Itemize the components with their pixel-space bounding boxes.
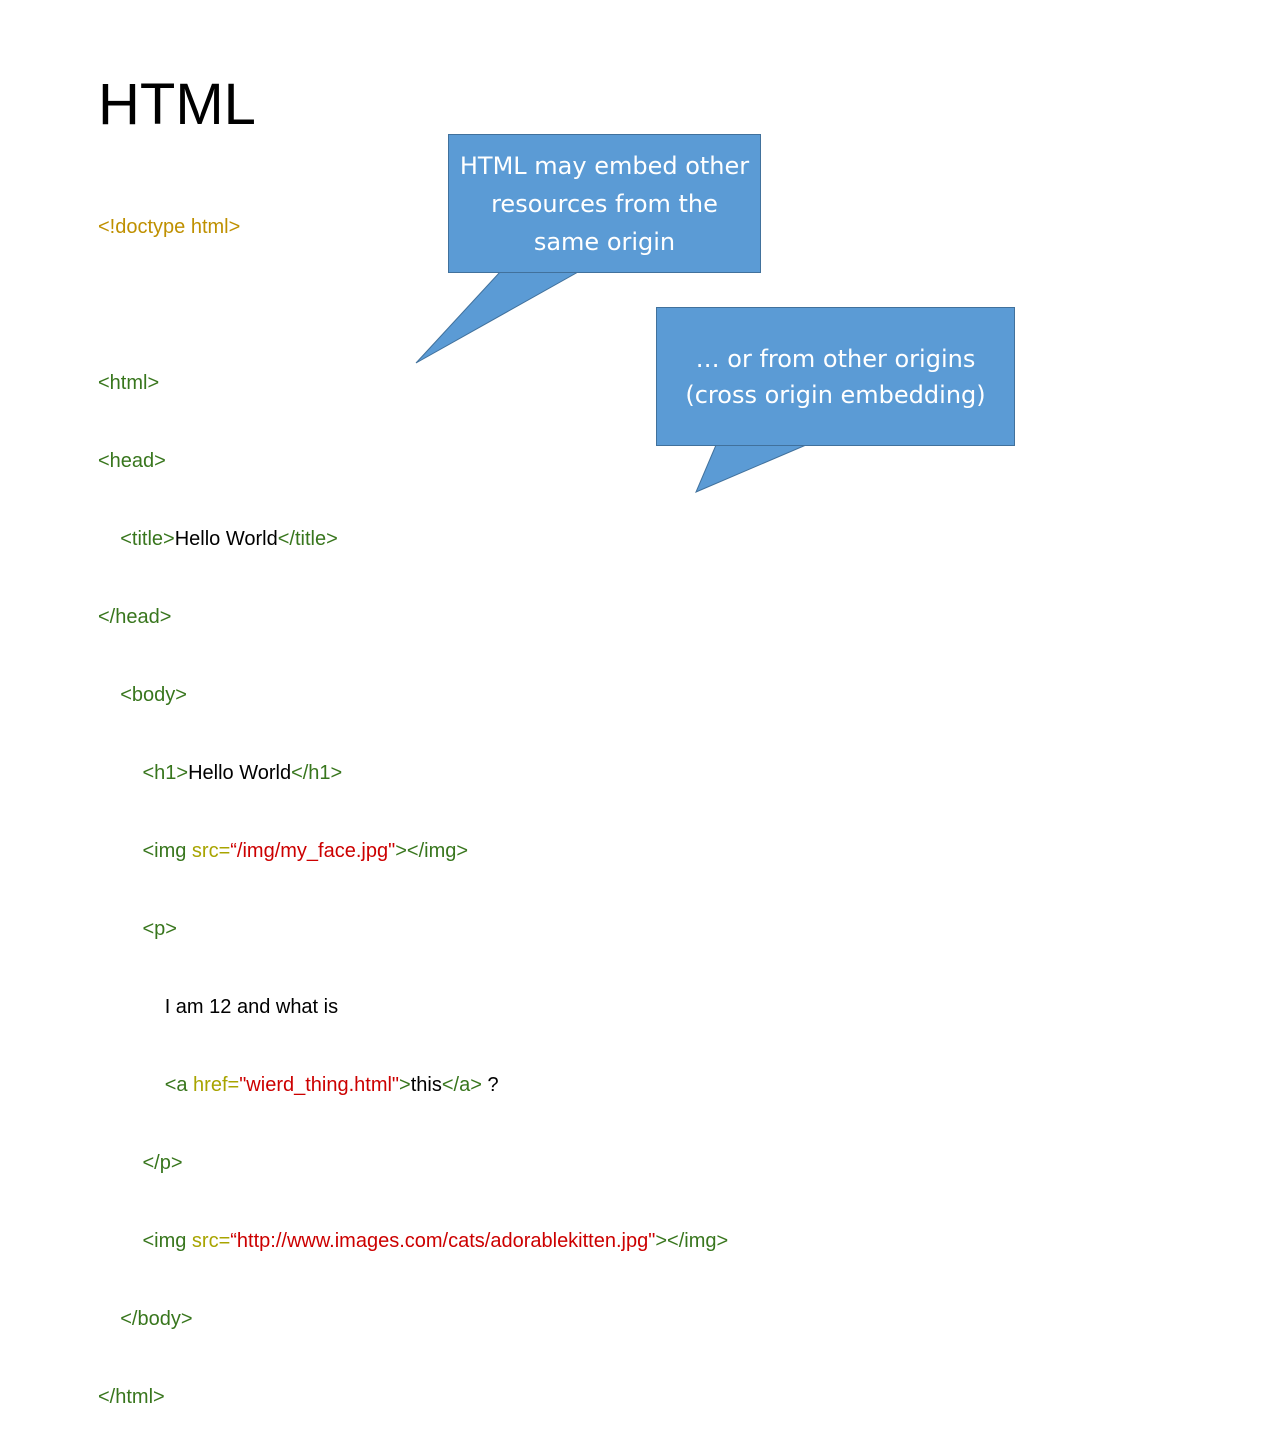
a-href-value: "wierd_thing.html" <box>239 1074 400 1096</box>
img1-close-tag: </img> <box>406 840 469 862</box>
code-line-h1: <h1>Hello World</h1> <box>98 760 728 786</box>
code-line-doctype: <!doctype html> <box>98 214 728 240</box>
code-line-html-close: </html> <box>98 1384 728 1410</box>
anchor-trailing-text: ? <box>487 1074 499 1096</box>
code-line-title: <title>Hello World</title> <box>98 526 728 552</box>
code-line-head-open: <head> <box>98 448 728 474</box>
slide-title: HTML <box>98 72 256 137</box>
head-open-tag: <head> <box>98 450 166 472</box>
callout-1-tail <box>415 271 580 364</box>
html-close-tag: </html> <box>98 1386 165 1408</box>
doctype-declaration: <!doctype html> <box>98 216 241 238</box>
html-open-tag: <html> <box>98 372 160 394</box>
a-href-attr: href= <box>193 1074 240 1096</box>
img1-open-tag: <img <box>142 840 192 862</box>
callout-tails <box>415 271 807 493</box>
body-open-tag: <body> <box>120 684 187 706</box>
h1-open-tag: <h1> <box>142 762 189 784</box>
anchor-text: this <box>410 1074 442 1096</box>
code-line-body-open: <body> <box>98 682 728 708</box>
code-line-p-text: I am 12 and what is <box>98 994 728 1020</box>
callout-same-origin: HTML may embed other resources from the … <box>448 134 761 273</box>
img2-open-tag: <img <box>142 1230 192 1252</box>
code-line-html-open: <html> <box>98 370 728 396</box>
code-line-img2: <img src=“http://www.images.com/cats/ado… <box>98 1228 728 1254</box>
callout-same-origin-text: HTML may embed other resources from the … <box>459 151 750 256</box>
callout-2-tail <box>695 444 807 493</box>
body-close-tag: </body> <box>120 1308 193 1330</box>
callout-cross-origin-text: … or from other origins (cross origin em… <box>685 344 986 409</box>
code-line-img1: <img src=“/img/my_face.jpg"></img> <box>98 838 728 864</box>
img2-src-attr: src= <box>191 1230 231 1252</box>
img2-close-tag: </img> <box>667 1230 729 1252</box>
h1-text: Hello World <box>188 762 292 784</box>
title-close-tag: </title> <box>277 528 338 550</box>
img1-src-attr: src= <box>191 840 231 862</box>
img1-src-value: “/img/my_face.jpg" <box>230 840 396 862</box>
code-line-head-close: </head> <box>98 604 728 630</box>
p-close-tag: </p> <box>142 1152 183 1174</box>
code-line-p-close: </p> <box>98 1150 728 1176</box>
a-open-tag: <a <box>164 1074 194 1096</box>
a-tag-end: > <box>399 1074 411 1096</box>
code-line-body-close: </body> <box>98 1306 728 1332</box>
img1-tag-end: > <box>395 840 407 862</box>
paragraph-text: I am 12 and what is <box>164 996 339 1018</box>
p-open-tag: <p> <box>142 918 177 940</box>
img2-src-value: “http://www.images.com/cats/adorablekitt… <box>230 1230 656 1252</box>
h1-close-tag: </h1> <box>291 762 343 784</box>
a-close-tag: </a> <box>441 1074 482 1096</box>
callout-cross-origin: … or from other origins (cross origin em… <box>656 307 1015 446</box>
code-line-anchor: <a href="wierd_thing.html">this</a> ? <box>98 1072 728 1098</box>
img2-tag-end: > <box>655 1230 668 1252</box>
head-close-tag: </head> <box>98 606 172 628</box>
code-line-p-open: <p> <box>98 916 728 942</box>
title-open-tag: <title> <box>120 528 175 550</box>
title-text: Hello World <box>174 528 278 550</box>
slide: HTML <!doctype html> <html> <head> <titl… <box>98 72 1015 1408</box>
